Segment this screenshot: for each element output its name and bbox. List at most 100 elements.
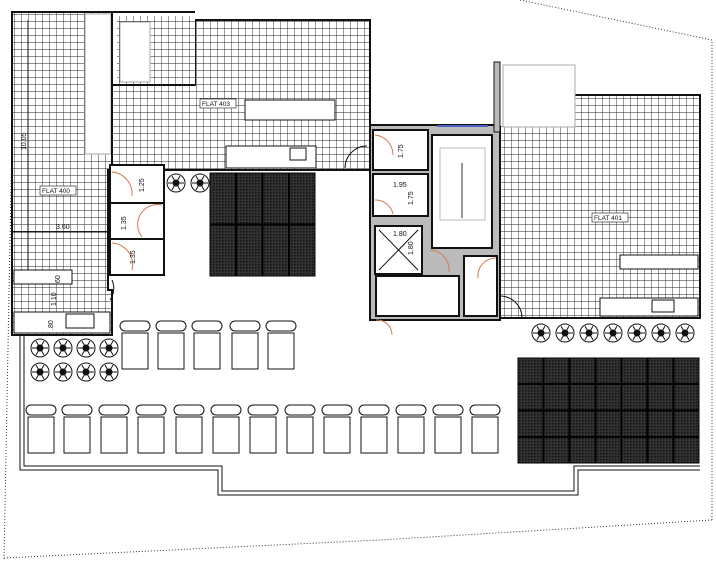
dim-text: 1.80 [408,241,415,255]
solar-panel [569,437,596,464]
sun-lounger [173,404,205,454]
plant-icon [53,338,73,358]
solar-panel [647,410,674,437]
plant-icon [30,362,50,382]
solar-panel [289,224,316,277]
dim-text: 1.75 [398,144,405,158]
wc-block [109,164,165,276]
sink-icon [65,313,95,329]
solar-panel [209,172,236,225]
solar-panel [673,437,700,464]
plant-icon [166,173,186,193]
solar-panel [543,357,570,384]
solar-panel [543,410,570,437]
door-swing [111,171,163,271]
sun-lounger [229,320,261,370]
solar-panel-array [517,357,700,464]
dimension-labels: 10.05 3.60 1.25 1.35 1.35 .60 1.10 .80 1… [21,132,415,330]
solar-panel-array [209,172,316,277]
plant-icon [53,362,73,382]
solar-panel [517,410,544,437]
dim-text: .80 [48,320,55,330]
solar-panel [595,384,622,411]
flat-label: FLAT 403 FLAT 400 FLAT 401 [39,98,629,223]
dim-text: 3.60 [56,224,70,231]
dim-text: 1.10 [51,292,58,306]
plant-icon [30,338,50,358]
plant-icon [76,338,96,358]
flat-401-area [499,94,701,319]
solar-panel [595,437,622,464]
solar-panel [621,384,648,411]
dim-text: 1.80 [393,231,407,238]
solar-panel [647,437,674,464]
sun-lounger [265,320,297,370]
sun-lounger [469,404,501,454]
sink-icon [651,299,675,313]
plant-icon [99,338,119,358]
stair-flat-401 [502,64,576,128]
sun-lounger [155,320,187,370]
plant-icon [76,362,96,382]
dim-text: 1.35 [121,216,128,230]
flat-401-label: FLAT 401 [594,215,622,222]
solar-panel [595,410,622,437]
solar-panel [262,172,289,225]
sun-lounger [135,404,167,454]
sun-lounger [61,404,93,454]
sun-lounger [321,404,353,454]
solar-panel [517,357,544,384]
door-swing [374,134,497,336]
solar-panel [569,384,596,411]
solar-panel [621,437,648,464]
dim-text: .60 [55,275,62,285]
flat-403-label: FLAT 403 [202,101,230,108]
plant-icon [99,362,119,382]
sun-lounger [191,320,223,370]
solar-panel [543,437,570,464]
solar-panel [543,384,570,411]
solar-panel [673,384,700,411]
solar-panel [621,410,648,437]
site-boundary [3,0,713,561]
solar-panel [236,172,263,225]
sun-lounger [432,404,464,454]
plant-icon [651,323,671,343]
solar-panel [517,384,544,411]
plant-icon [675,323,695,343]
flat-400-label: FLAT 400 [42,188,70,195]
sun-lounger [358,404,390,454]
sun-lounger [247,404,279,454]
solar-panel [569,410,596,437]
solar-panel [569,357,596,384]
sun-lounger [25,404,57,454]
dim-text: 1.75 [408,191,415,205]
solar-panel [673,357,700,384]
solar-panel [595,357,622,384]
solar-panel [289,172,316,225]
door-swing [344,145,368,169]
plant-icon [531,323,551,343]
sun-lounger [284,404,316,454]
solar-panel [621,357,648,384]
plant-icon [190,173,210,193]
plant-icon [579,323,599,343]
solar-panel [673,410,700,437]
solar-panel [517,437,544,464]
solar-panel [236,224,263,277]
dim-text: 1.25 [139,178,146,192]
dim-text: 1.95 [393,182,407,189]
terrace-outline [19,322,700,496]
plant-icon [603,323,623,343]
solar-panel [262,224,289,277]
solar-panel [647,357,674,384]
plant-icon [627,323,647,343]
dim-text: 1.35 [130,250,137,264]
solar-panel [647,384,674,411]
dim-text: 10.05 [21,132,28,150]
sink-icon [289,147,307,161]
sun-lounger [395,404,427,454]
solar-panel [209,224,236,277]
